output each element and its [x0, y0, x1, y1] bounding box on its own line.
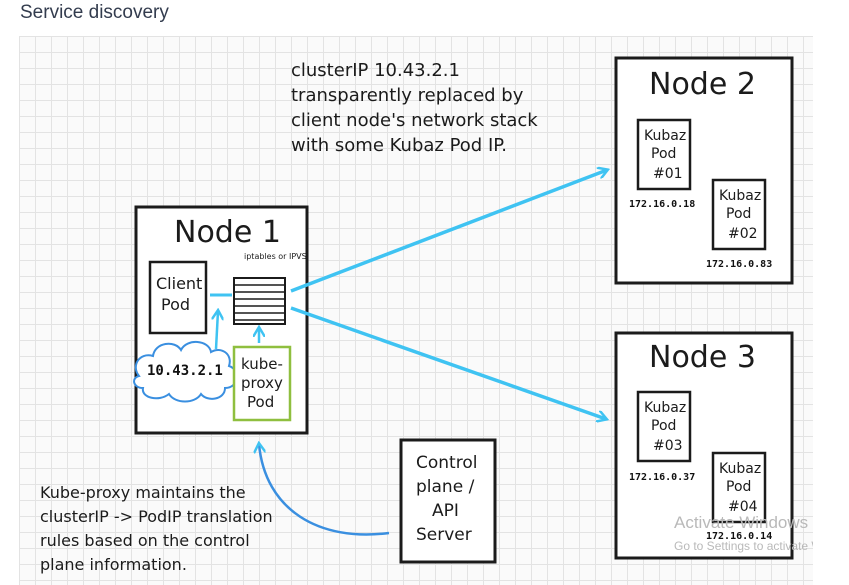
kube-proxy-pod: kube- proxy Pod: [232, 345, 292, 422]
kube-proxy-line-3: Pod: [247, 393, 274, 411]
control-plane-line-3: API: [432, 501, 459, 521]
kube-proxy-line-1: kube-: [241, 355, 283, 373]
kubaz-pod-03-line-3: #03: [653, 438, 683, 454]
control-plane-to-kube-proxy-arrow: [259, 444, 390, 536]
iptables-to-node-3-arrow: [290, 306, 606, 419]
client-pod: Client Pod: [148, 260, 208, 335]
kubaz-pod-01-line-1: Kubaz: [644, 128, 686, 144]
annotation-top-line-2: transparently replaced by: [291, 85, 524, 106]
kube-proxy-line-2: proxy: [241, 374, 283, 392]
kubaz-pod-04-line-2: Pod: [726, 479, 751, 495]
client-pod-line-1: Client: [156, 274, 202, 293]
kubaz-pod-04: Kubaz Pod #04: [711, 451, 767, 524]
node-1-title: Node 1: [174, 215, 281, 250]
annotation-bottom-line-2: clusterIP -> PodIP translation: [40, 507, 273, 526]
control-plane-line-2: plane /: [416, 477, 475, 497]
page-title: Service discovery: [20, 2, 169, 23]
watermark-line-2: Go to Settings to activate Windows.: [674, 539, 813, 553]
kubaz-pod-03-ip: 172.16.0.37: [629, 472, 695, 483]
cluster-ip-text: 10.43.2.1: [147, 363, 223, 379]
kubaz-pod-04-line-3: #04: [728, 499, 758, 515]
control-plane-line-1: Control: [416, 453, 477, 473]
diagram-canvas: clusterIP 10.43.2.1 transparently replac…: [40, 56, 813, 574]
kubaz-pod-03-line-2: Pod: [651, 418, 676, 434]
client-pod-line-2: Pod: [161, 295, 190, 314]
node-1: Node 1 Client Pod iptables or IPVS 10.43…: [133, 205, 309, 435]
kubaz-pod-02-line-2: Pod: [726, 206, 751, 222]
node-2-title: Node 2: [649, 67, 756, 102]
kubaz-pod-01: Kubaz Pod #01: [636, 118, 692, 191]
node-3-title: Node 3: [649, 340, 756, 375]
watermark-line-1: Activate Windows: [674, 513, 808, 532]
kubaz-pod-01-line-3: #01: [653, 166, 683, 182]
annotation-top-line-1: clusterIP 10.43.2.1: [291, 60, 460, 81]
kubaz-pod-04-line-1: Kubaz: [719, 461, 761, 477]
control-plane-line-4: Server: [416, 525, 472, 545]
kube-proxy-box: [232, 345, 292, 422]
cloud-to-iptables-arrow: [216, 311, 218, 350]
kubaz-pod-03: Kubaz Pod #03: [636, 390, 692, 463]
annotation-bottom: Kube-proxy maintains the clusterIP -> Po…: [40, 483, 273, 574]
node-2: Node 2 Kubaz Pod #01 172.16.0.18 Kubaz P…: [614, 56, 794, 285]
kubaz-pod-02-ip: 172.16.0.83: [706, 259, 772, 270]
kubaz-pod-01-line-2: Pod: [651, 146, 676, 162]
annotation-top: clusterIP 10.43.2.1 transparently replac…: [291, 60, 538, 156]
kubaz-pod-02-line-1: Kubaz: [719, 188, 761, 204]
activate-windows-watermark: Activate Windows Go to Settings to activ…: [674, 513, 813, 553]
node-3: Node 3 Kubaz Pod #03 172.16.0.37 Kubaz P…: [614, 331, 794, 560]
cluster-ip-cloud: 10.43.2.1: [133, 341, 238, 403]
client-pod-box: [148, 260, 208, 335]
kubaz-pod-01-ip: 172.16.0.18: [629, 199, 695, 210]
kubaz-pod-02: Kubaz Pod #02: [711, 178, 767, 251]
kubaz-pod-02-line-3: #02: [728, 226, 758, 242]
service-discovery-diagram: clusterIP 10.43.2.1 transparently replac…: [19, 36, 813, 585]
iptables-table-icon: [233, 277, 286, 325]
control-plane-box: [399, 438, 497, 564]
annotation-top-line-4: with some Kubaz Pod IP.: [291, 135, 507, 156]
annotation-bottom-line-1: Kube-proxy maintains the: [40, 483, 246, 502]
annotation-bottom-line-3: rules based on the control: [40, 531, 250, 550]
kubaz-pod-04-ip: 172.16.0.14: [706, 531, 772, 542]
iptables-to-node-2-arrow: [290, 170, 607, 293]
iptables-label: iptables or IPVS: [244, 252, 307, 261]
annotation-bottom-line-4: plane information.: [40, 555, 187, 574]
kubaz-pod-03-line-1: Kubaz: [644, 400, 686, 416]
annotation-top-line-3: client node's network stack: [291, 110, 538, 131]
control-plane: Control plane / API Server: [399, 438, 497, 564]
